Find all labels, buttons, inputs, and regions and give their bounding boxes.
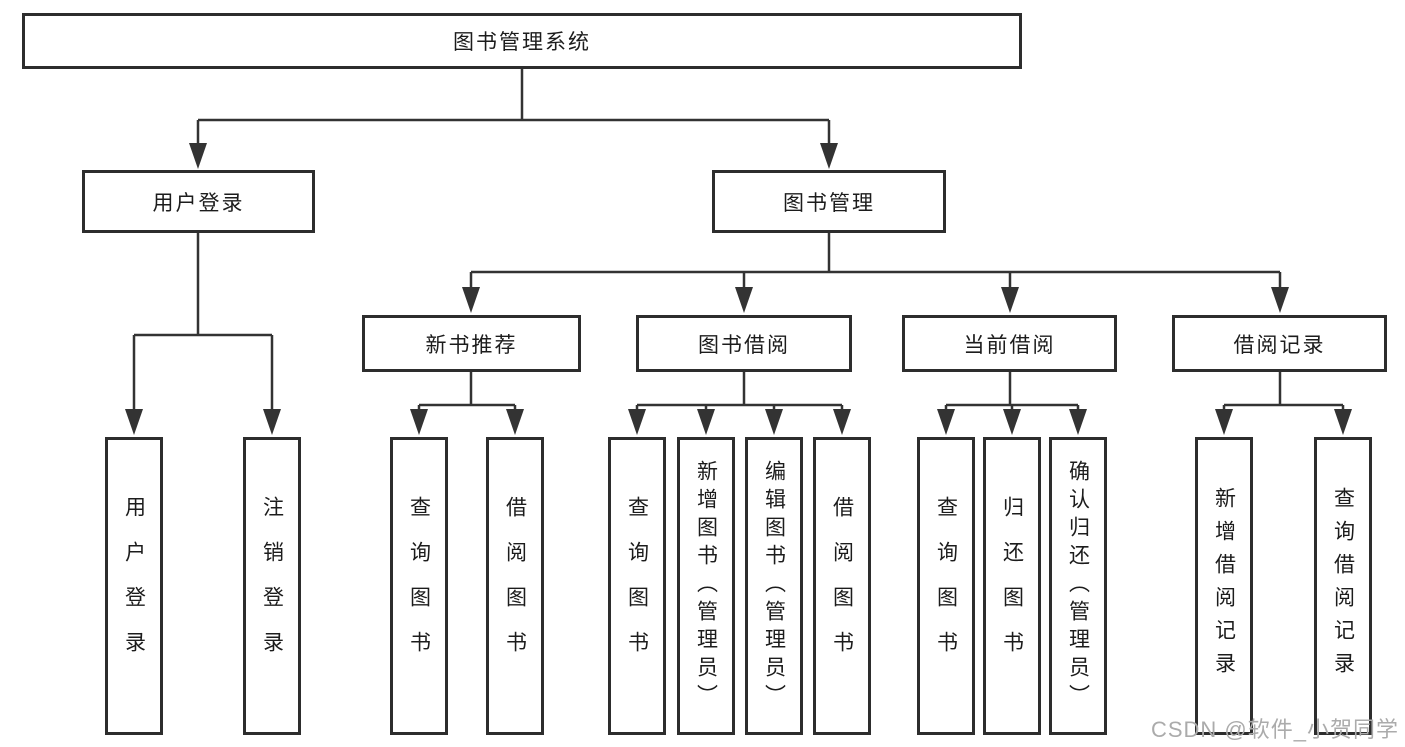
leaf-query-books-borrow-label: 查询图书 (625, 496, 649, 676)
node-new-book-recommendation: 新书推荐 (362, 315, 581, 372)
leaf-borrow-books-label: 借阅图书 (830, 496, 854, 676)
leaf-query-books-recommend: 查询图书 (390, 437, 448, 735)
node-borrowing-records: 借阅记录 (1172, 315, 1387, 372)
leaf-borrow-books-recommend-label: 借阅图书 (503, 496, 527, 676)
leaf-user-login: 用户登录 (105, 437, 163, 735)
leaf-return-books: 归还图书 (983, 437, 1041, 735)
leaf-query-books-recommend-label: 查询图书 (407, 496, 431, 676)
leaf-return-books-label: 归还图书 (1000, 496, 1024, 676)
leaf-query-borrow-record-label: 查询借阅记录 (1331, 487, 1355, 685)
leaf-logout-label: 注销登录 (260, 496, 284, 676)
leaf-query-borrow-record: 查询借阅记录 (1314, 437, 1372, 735)
leaf-query-books-borrow: 查询图书 (608, 437, 666, 735)
leaf-borrow-books-recommend: 借阅图书 (486, 437, 544, 735)
node-library-management-system: 图书管理系统 (22, 13, 1022, 69)
leaf-query-books-current: 查询图书 (917, 437, 975, 735)
node-book-management: 图书管理 (712, 170, 946, 233)
leaf-logout: 注销登录 (243, 437, 301, 735)
leaf-user-login-label: 用户登录 (122, 496, 146, 676)
leaf-add-books-admin-label: 新增图书（管理员） (694, 460, 718, 712)
node-book-borrowing: 图书借阅 (636, 315, 852, 372)
leaf-edit-books-admin: 编辑图书（管理员） (745, 437, 803, 735)
leaf-query-books-current-label: 查询图书 (934, 496, 958, 676)
csdn-watermark: CSDN @软件_小贺同学 (1150, 717, 1399, 742)
leaf-add-books-admin: 新增图书（管理员） (677, 437, 735, 735)
leaf-confirm-return-admin-label: 确认归还（管理员） (1066, 460, 1090, 712)
leaf-edit-books-admin-label: 编辑图书（管理员） (762, 460, 786, 712)
leaf-confirm-return-admin: 确认归还（管理员） (1049, 437, 1107, 735)
leaf-borrow-books: 借阅图书 (813, 437, 871, 735)
leaf-add-borrow-record-label: 新增借阅记录 (1212, 487, 1236, 685)
leaf-add-borrow-record: 新增借阅记录 (1195, 437, 1253, 735)
node-current-borrowing: 当前借阅 (902, 315, 1117, 372)
node-user-login: 用户登录 (82, 170, 315, 233)
